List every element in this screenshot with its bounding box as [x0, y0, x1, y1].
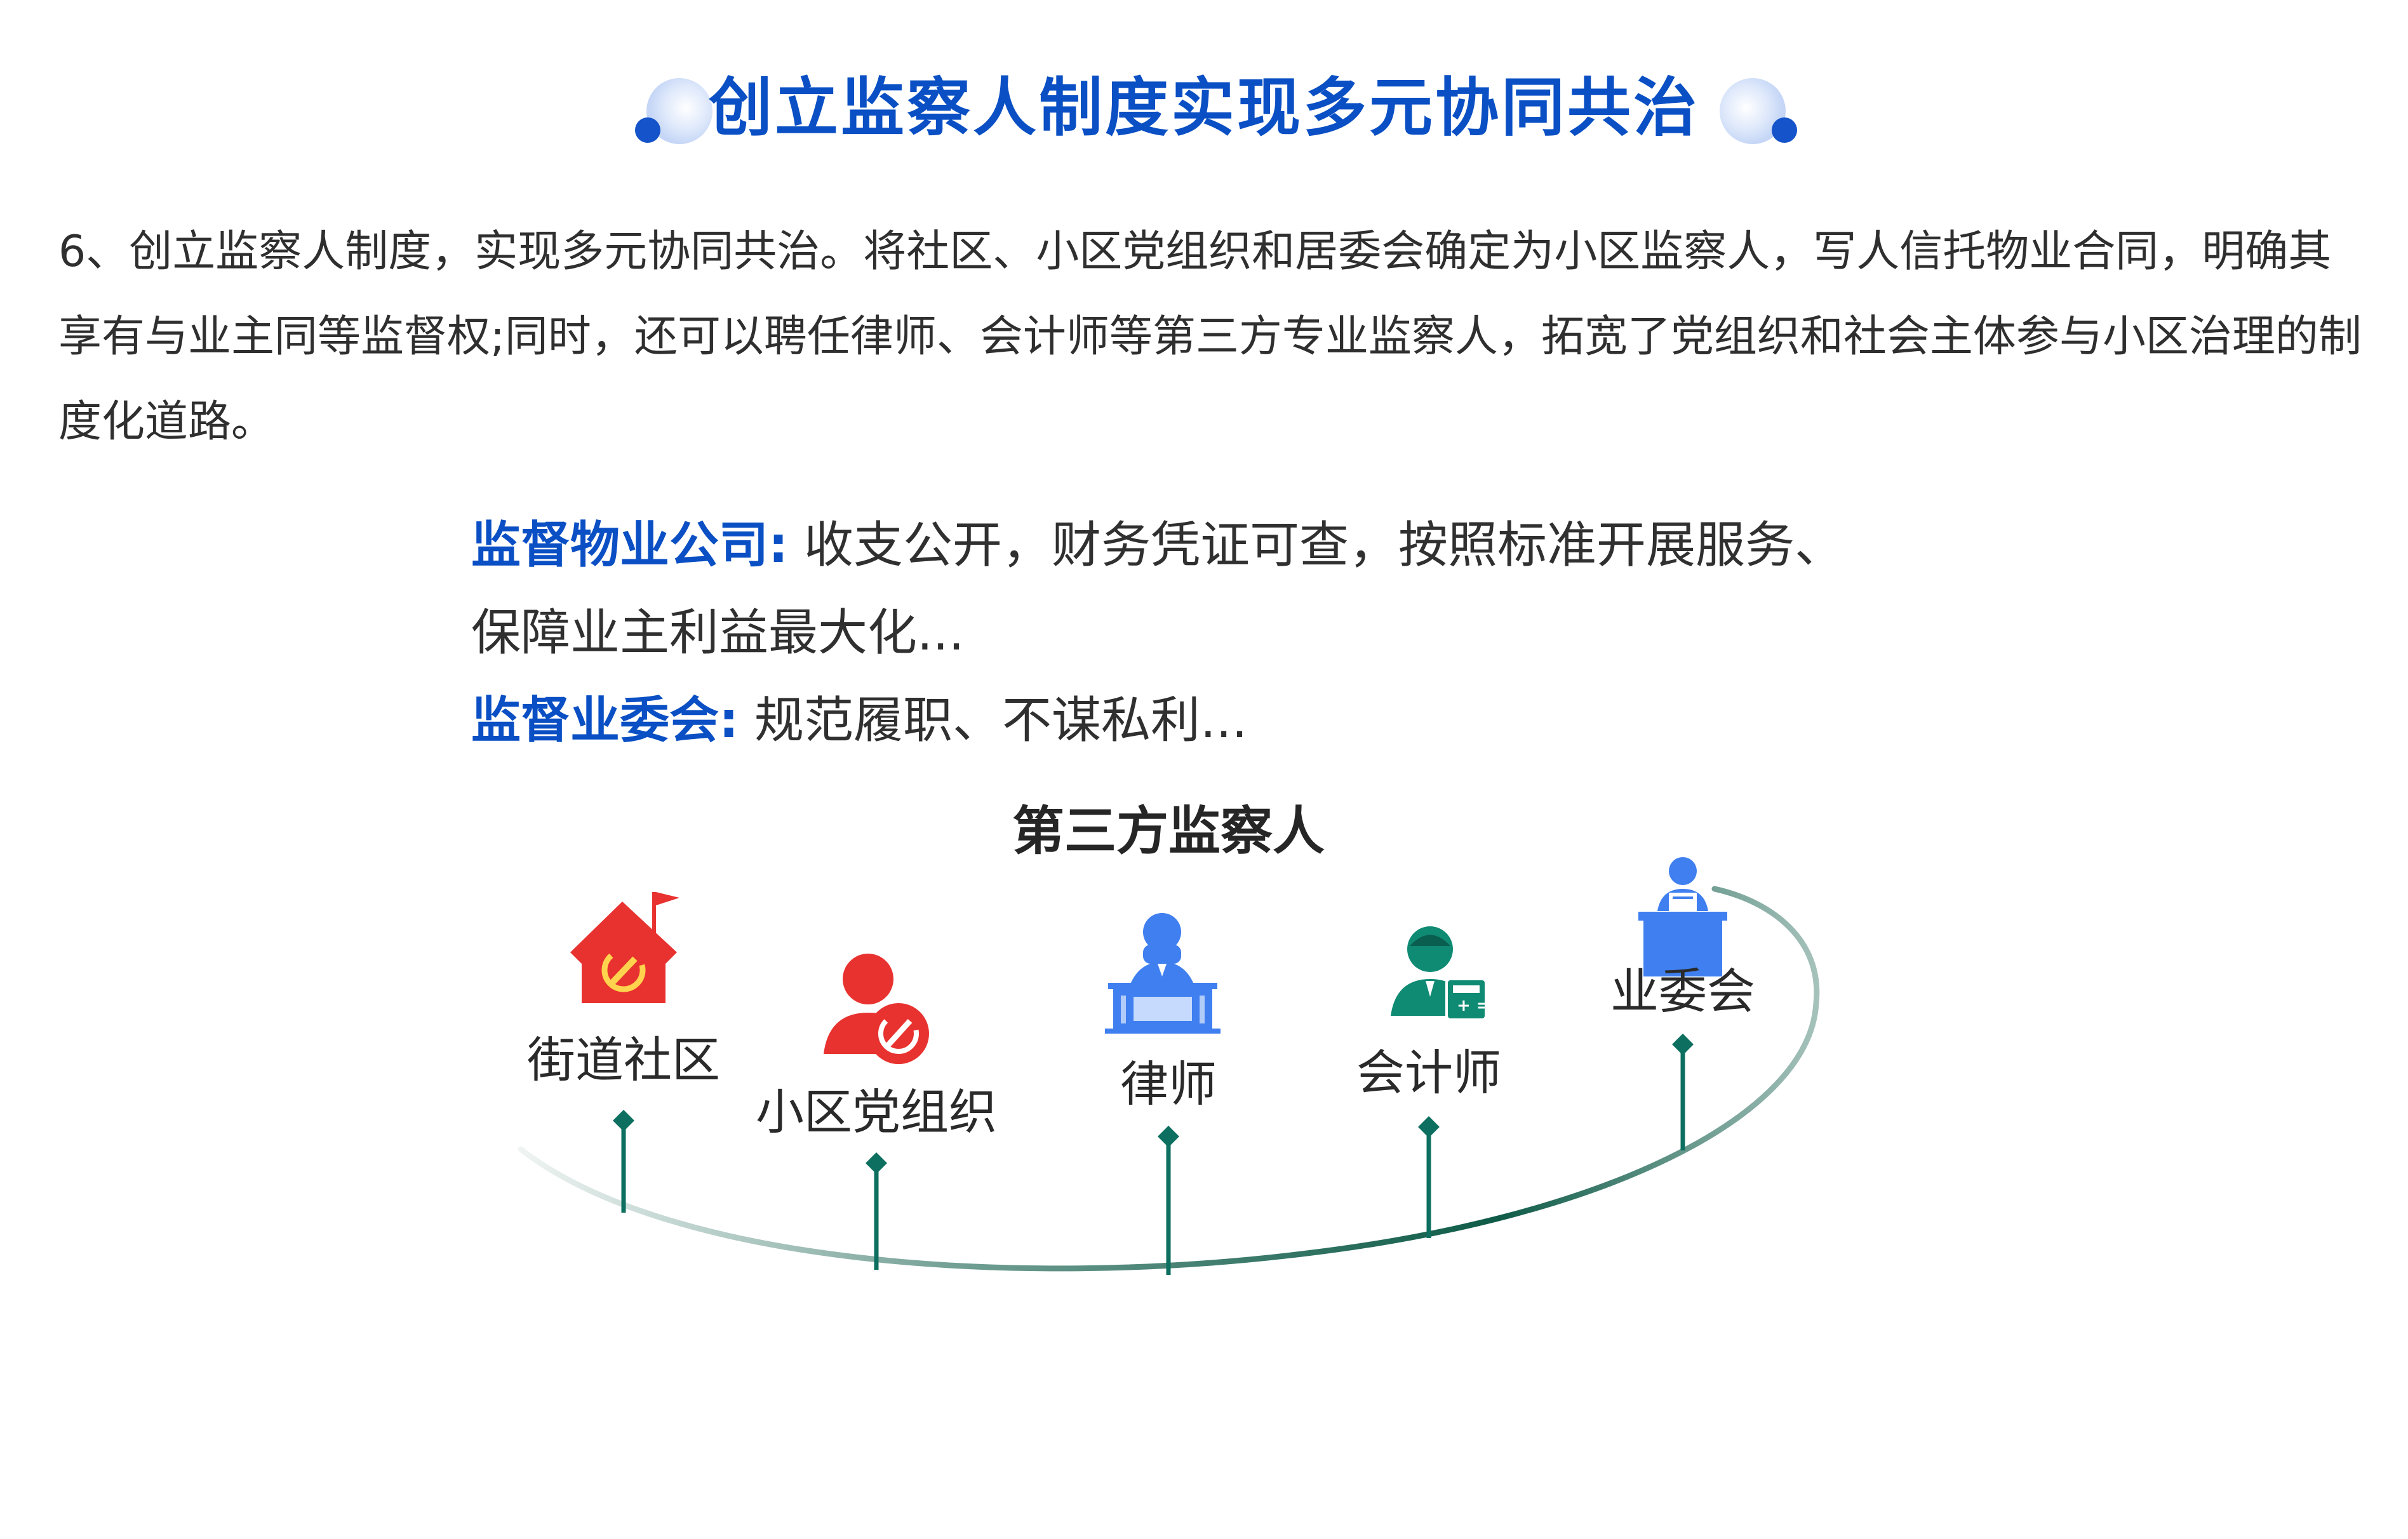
node-marker-1: [613, 1110, 634, 1131]
supervise-committee-line: 监督业委会: 规范履职、不谋私利...: [471, 677, 1995, 764]
node-stem-2: [866, 1152, 887, 1270]
intro-paragraph: 6、创立监察人制度，实现多元协同共治。将社区、小区党组织和居委会确定为小区监察人…: [58, 227, 2362, 447]
node-marker-4: [1418, 1116, 1440, 1138]
supervise-property-line-2: 保障业主利益最大化...: [471, 589, 1995, 677]
supervise-property-line: 监督物业公司: 收支公开，财务凭证可查，按照标准开展服务、: [471, 502, 1995, 589]
node-marker-5: [1672, 1034, 1694, 1055]
node-stem-3: [1158, 1126, 1179, 1275]
node-stem-4: [1418, 1116, 1440, 1238]
svg-text:+ =: + =: [1457, 996, 1490, 1015]
node-stem-5: [1672, 1034, 1694, 1150]
page-title: 创立监察人制度实现多元协同共治: [709, 70, 1699, 145]
node-label-1: 街道社区: [527, 1032, 720, 1088]
node-marker-3: [1158, 1126, 1179, 1147]
lawyer-icon: [1105, 913, 1221, 1034]
party-house-icon: [570, 892, 679, 1003]
node-marker-2: [866, 1152, 887, 1174]
supervise-property-text: 收支公开，财务凭证可查，按照标准开展服务、: [788, 517, 1844, 574]
title-left-decoration: [622, 76, 718, 174]
node-label-2: 小区党组织: [756, 1084, 997, 1140]
node-label-3: 律师: [1120, 1056, 1217, 1112]
supervise-committee-text: 规范履职、不谋私利...: [739, 692, 1248, 749]
committee-podium-icon: [1638, 857, 1727, 976]
arc-curve: [518, 886, 1820, 1272]
supervise-property-label: 监督物业公司:: [471, 517, 789, 574]
node-label-5: 业委会: [1610, 963, 1755, 1020]
party-member-icon: [824, 954, 929, 1064]
diagram-title: 第三方监察人: [1012, 801, 1325, 862]
supervise-committee-label: 监督业委会:: [471, 692, 739, 749]
title-right-decoration: [1715, 76, 1810, 174]
node-label-4: 会计师: [1356, 1044, 1501, 1101]
node-stem-1: [613, 1110, 634, 1213]
accountant-icon: + =: [1391, 926, 1490, 1021]
supervise-property-text-2: 保障业主利益最大化...: [471, 604, 965, 662]
